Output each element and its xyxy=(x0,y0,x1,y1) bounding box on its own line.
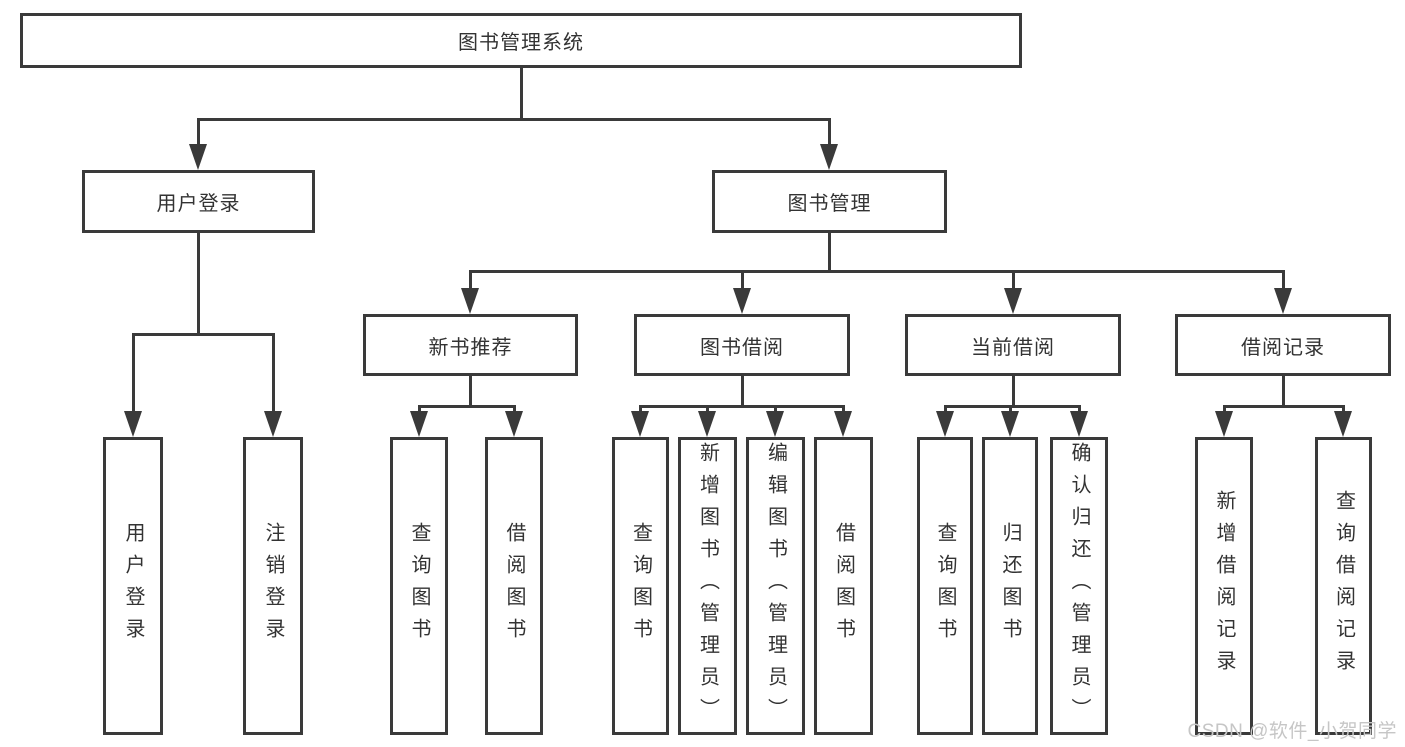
node-label: 当前借阅 xyxy=(971,336,1055,359)
node-label: 图书借阅 xyxy=(700,336,784,359)
node-book-borrowing: 图书借阅 xyxy=(634,314,850,376)
leaf-borrowing-borrow-books: 借阅图书 xyxy=(814,437,873,735)
arrowhead-leaf-logout xyxy=(264,411,282,437)
leaf-records-add-record: 新增借阅记录 xyxy=(1195,437,1253,735)
connector-arrow-stem-book-borrow xyxy=(741,270,744,290)
connector-arrow-stem-cb-confirm xyxy=(1078,405,1081,413)
leaf-logout: 注销登录 xyxy=(243,437,303,735)
node-label: 图书管理 xyxy=(787,193,872,215)
arrowhead-leaf-user-login xyxy=(124,411,142,437)
leaf-current-query-books: 查询图书 xyxy=(917,437,973,735)
watermark: CSDN @软件_小贺同学 xyxy=(1187,721,1397,742)
leaf-label: 借阅图书 xyxy=(503,522,525,650)
leaf-label: 注销登录 xyxy=(262,522,284,650)
connector-arrow-stem-bb-edit xyxy=(774,405,777,413)
connector-arrow-stem-new-books xyxy=(469,270,472,290)
leaf-label: 新增借阅记录 xyxy=(1213,490,1235,682)
leaf-current-confirm-return-admin: 确认归还（管理员） xyxy=(1050,437,1108,735)
connector-arrow-stem-br-query xyxy=(1342,405,1345,413)
arrowhead-nb-query xyxy=(410,411,428,437)
node-user-login: 用户登录 xyxy=(82,170,315,233)
arrowhead-cb-query xyxy=(936,411,954,437)
leaf-label: 新增图书（管理员） xyxy=(696,442,719,730)
arrowhead-br-query xyxy=(1334,411,1352,437)
connector-arrow-stem-nb-borrow xyxy=(513,405,516,413)
leaf-user-login: 用户登录 xyxy=(103,437,163,735)
connector-arrow-stem-bb-query xyxy=(639,405,642,413)
arrowhead-new-books xyxy=(461,288,479,314)
node-current-borrowing: 当前借阅 xyxy=(905,314,1121,376)
connector-arrow-stem-user-login xyxy=(197,118,200,146)
connector-root-stem xyxy=(520,67,523,120)
arrowhead-bb-add xyxy=(698,411,716,437)
connector-user-login-stem xyxy=(197,232,200,335)
arrowhead-borrow-records xyxy=(1274,288,1292,314)
leaf-label: 确认归还（管理员） xyxy=(1068,442,1090,730)
node-borrowing-records: 借阅记录 xyxy=(1175,314,1391,376)
connector-borrow-records-leaf-branch xyxy=(1223,405,1344,408)
leaf-borrowing-add-books-admin: 新增图书（管理员） xyxy=(678,437,737,735)
node-library-management-system: 图书管理系统 xyxy=(20,13,1022,68)
arrowhead-cb-return xyxy=(1001,411,1019,437)
connector-arrow-stem-br-add xyxy=(1223,405,1226,413)
connector-new-books-leaf-branch xyxy=(418,405,515,408)
arrowhead-book-management xyxy=(820,144,838,170)
arrowhead-br-add xyxy=(1215,411,1233,437)
node-new-book-recommend: 新书推荐 xyxy=(363,314,578,376)
leaf-borrowing-query-books: 查询图书 xyxy=(612,437,669,735)
node-label: 借阅记录 xyxy=(1241,336,1325,359)
connector-level2-branch xyxy=(197,118,830,121)
connector-arrow-stem-leaf-user-login xyxy=(132,333,135,413)
connector-book-management-stem xyxy=(828,232,831,272)
node-label: 图书管理系统 xyxy=(458,32,584,54)
connector-current-borrow-stem xyxy=(1012,375,1015,407)
connector-borrow-records-stem xyxy=(1282,375,1285,407)
leaf-label: 查询图书 xyxy=(629,522,652,650)
leaf-borrowing-edit-books-admin: 编辑图书（管理员） xyxy=(746,437,805,735)
connector-user-login-branch xyxy=(132,333,274,336)
leaf-newbooks-query-books: 查询图书 xyxy=(390,437,448,735)
connector-level3-branch xyxy=(469,270,1284,273)
node-label: 用户登录 xyxy=(156,193,241,215)
connector-arrow-stem-bb-add xyxy=(706,405,709,413)
connector-new-books-stem xyxy=(469,375,472,407)
leaf-newbooks-borrow-books: 借阅图书 xyxy=(485,437,543,735)
node-label: 新书推荐 xyxy=(428,336,513,359)
leaf-label: 查询图书 xyxy=(934,522,956,650)
leaf-current-return-books: 归还图书 xyxy=(982,437,1038,735)
connector-book-borrow-stem xyxy=(741,375,744,407)
connector-arrow-stem-leaf-logout xyxy=(272,333,275,413)
connector-arrow-stem-borrow-records xyxy=(1282,270,1285,290)
arrowhead-cb-confirm xyxy=(1070,411,1088,437)
connector-arrow-stem-book-management xyxy=(828,118,831,146)
leaf-label: 编辑图书（管理员） xyxy=(764,442,787,730)
leaf-label: 用户登录 xyxy=(122,522,144,650)
leaf-label: 归还图书 xyxy=(999,522,1021,650)
leaf-records-query-record: 查询借阅记录 xyxy=(1315,437,1372,735)
arrowhead-bb-borrow xyxy=(834,411,852,437)
leaf-label: 查询图书 xyxy=(408,522,430,650)
leaf-label: 查询借阅记录 xyxy=(1332,490,1355,682)
arrowhead-book-borrow xyxy=(733,288,751,314)
arrowhead-nb-borrow xyxy=(505,411,523,437)
connector-arrow-stem-cb-return xyxy=(1009,405,1012,413)
connector-arrow-stem-nb-query xyxy=(418,405,421,413)
arrowhead-bb-query xyxy=(631,411,649,437)
connector-arrow-stem-bb-borrow xyxy=(842,405,845,413)
leaf-label: 借阅图书 xyxy=(832,522,855,650)
connector-book-borrow-leaf-branch xyxy=(639,405,844,408)
connector-arrow-stem-cb-query xyxy=(944,405,947,413)
arrowhead-bb-edit xyxy=(766,411,784,437)
arrowhead-current-borrow xyxy=(1004,288,1022,314)
arrowhead-user-login xyxy=(189,144,207,170)
node-book-management: 图书管理 xyxy=(712,170,947,233)
connector-current-borrow-leaf-branch xyxy=(944,405,1080,408)
connector-arrow-stem-current-borrow xyxy=(1012,270,1015,290)
